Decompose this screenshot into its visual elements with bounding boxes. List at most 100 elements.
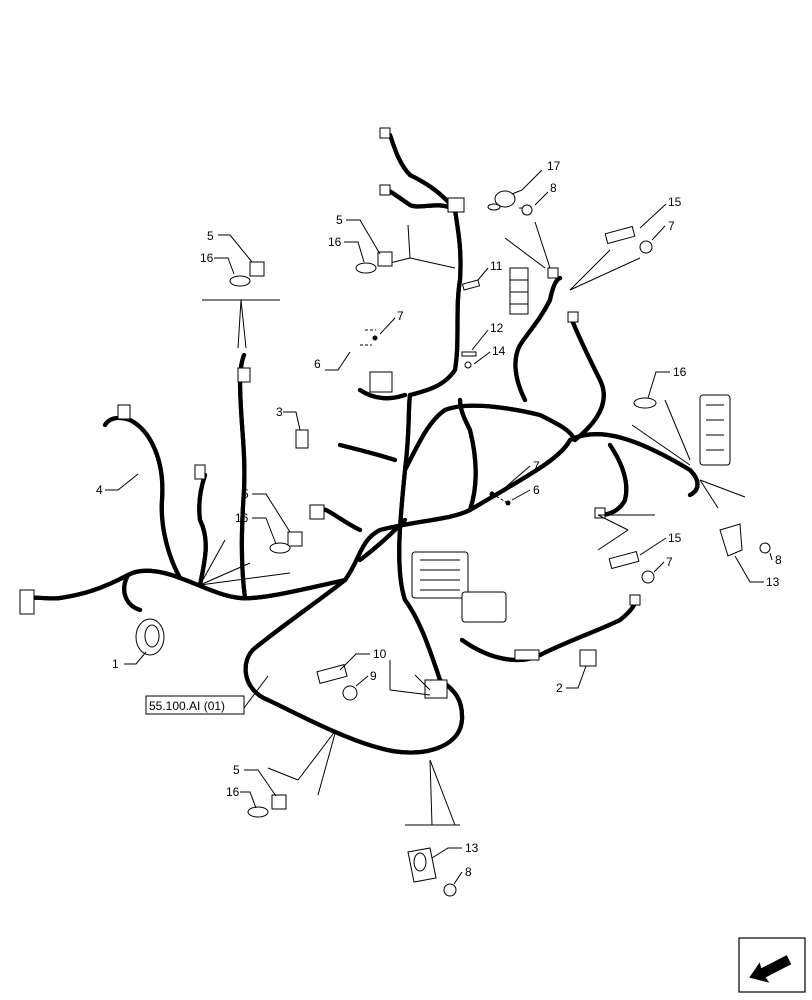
tie-16-d xyxy=(269,542,291,554)
lower-center-connector xyxy=(424,679,448,699)
reference-box-frame xyxy=(145,695,245,715)
bolt-8-a xyxy=(521,204,533,216)
lower-right-plug xyxy=(629,594,641,606)
center-connector xyxy=(369,371,393,393)
leader-14 xyxy=(473,351,491,365)
grommet-1-hole xyxy=(144,624,160,648)
leader-8-a xyxy=(534,191,549,206)
leader-15-a xyxy=(639,203,667,229)
top-connector-b xyxy=(379,184,391,196)
loop-clamp-13-b-hole xyxy=(413,852,427,872)
callout-2: 2 xyxy=(556,681,563,695)
leader-17 xyxy=(511,169,543,195)
callout-15-b: 15 xyxy=(668,531,682,545)
callout-6-b: 6 xyxy=(533,483,540,497)
callout-4: 4 xyxy=(96,483,103,497)
pad-2 xyxy=(579,649,597,667)
callout-16-e: 16 xyxy=(226,785,240,799)
leader-2 xyxy=(566,665,587,689)
callout-17: 17 xyxy=(547,159,561,173)
leader-10 xyxy=(339,653,370,671)
callout-10: 10 xyxy=(373,647,387,661)
callout-14: 14 xyxy=(492,344,506,358)
leader-16-c xyxy=(647,371,670,399)
fastener-7-b xyxy=(372,335,378,341)
mid-right-plug xyxy=(594,507,606,519)
right-sensor-connector xyxy=(567,311,579,323)
leader-9 xyxy=(355,675,369,687)
callout-8-a: 8 xyxy=(550,181,557,195)
callout-16-b: 16 xyxy=(328,235,342,249)
clip-5-b xyxy=(377,251,393,267)
callout-5-d: 5 xyxy=(233,763,240,777)
leader-7-a xyxy=(651,225,666,241)
reference-box[interactable]: 55.100.AI (01) xyxy=(145,675,269,715)
callout-6-a: 6 xyxy=(314,357,321,371)
tie-16-e xyxy=(247,806,269,818)
callouts: 17 8 15 7 5 16 5 16 11 7 6 12 14 xyxy=(96,159,782,885)
bolt-7-a xyxy=(639,240,653,254)
callout-7-a: 7 xyxy=(668,219,675,233)
fuse-box xyxy=(411,551,469,599)
reference-leader xyxy=(243,675,269,709)
grommet-17 xyxy=(494,190,516,208)
loose-parts xyxy=(125,190,771,897)
left-connector xyxy=(117,404,131,420)
callout-16-a: 16 xyxy=(200,251,214,265)
clip-3 xyxy=(295,429,309,449)
left-branch-connector xyxy=(194,464,206,480)
callout-7-d: 7 xyxy=(666,555,673,569)
leader-5-d xyxy=(244,769,277,797)
leader-11 xyxy=(477,267,489,281)
leader-5-b xyxy=(346,219,381,255)
right-connector-group xyxy=(699,394,731,466)
upper-left-connector xyxy=(237,367,251,383)
callout-13-b: 13 xyxy=(465,841,479,855)
leader-5-a xyxy=(218,234,253,263)
callout-16-d: 16 xyxy=(235,511,249,525)
callout-8-b: 8 xyxy=(775,553,782,567)
leader-4 xyxy=(105,473,139,491)
callout-13-a: 13 xyxy=(766,575,780,589)
tie-16-a xyxy=(229,275,251,287)
leader-16-c2 xyxy=(252,517,277,545)
callout-7-b: 7 xyxy=(397,309,404,323)
callout-1: 1 xyxy=(112,657,119,671)
fastener-6-b xyxy=(505,500,511,506)
callout-15-a: 15 xyxy=(668,195,682,209)
top-connector-c xyxy=(447,197,465,213)
callout-5-a: 5 xyxy=(207,229,214,243)
leader-16-b xyxy=(344,241,365,263)
harness-wires xyxy=(22,132,698,753)
leader-6-b xyxy=(511,489,531,501)
leader-6-a xyxy=(325,351,351,371)
loop-clamp-13-a xyxy=(719,523,743,557)
bolt-8-c xyxy=(443,883,457,897)
leader-5-c xyxy=(252,493,291,533)
tie-16-b xyxy=(355,262,377,274)
callout-9: 9 xyxy=(370,669,377,683)
leader-7-c xyxy=(499,465,531,493)
leader-7-b xyxy=(379,317,396,335)
bolt-7-d xyxy=(641,570,655,584)
mid-left-connector xyxy=(309,504,325,520)
leader-3 xyxy=(283,411,301,431)
leader-lines xyxy=(199,207,746,826)
callout-11: 11 xyxy=(490,259,503,273)
lower-right-connector xyxy=(514,649,540,661)
callout-12: 12 xyxy=(490,321,504,335)
relay-cluster xyxy=(461,591,507,623)
far-left-connector xyxy=(19,589,35,615)
leader-7-d xyxy=(653,561,665,573)
leader-13-a xyxy=(734,555,764,583)
reference-label: 55.100.AI (01) xyxy=(149,699,225,713)
callout-5-b: 5 xyxy=(336,213,343,227)
part-14 xyxy=(464,361,472,369)
bolt-8-b xyxy=(759,542,771,554)
leader-15-b xyxy=(639,537,667,556)
bracket-15-a xyxy=(604,225,636,245)
navigation-arrow-icon[interactable] xyxy=(738,937,806,993)
callout-3: 3 xyxy=(276,405,283,419)
hose-4-inner xyxy=(125,439,146,475)
